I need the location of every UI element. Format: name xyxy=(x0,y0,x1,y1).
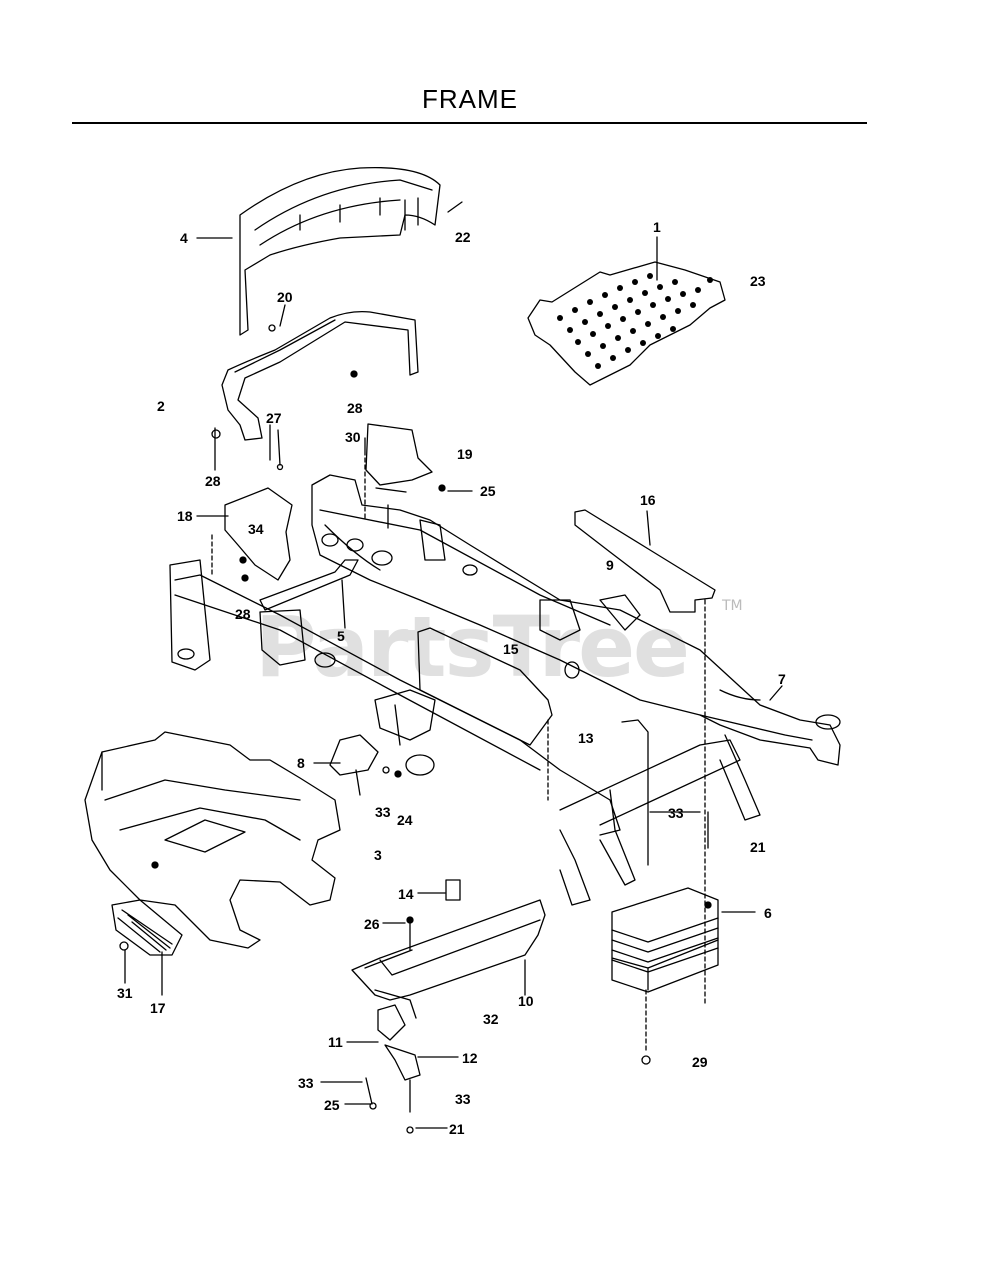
callout-14: 14 xyxy=(398,886,414,902)
callout-27: 27 xyxy=(266,410,282,426)
callout-24: 24 xyxy=(397,812,413,828)
callout-1: 1 xyxy=(653,219,661,235)
callout-13: 13 xyxy=(578,730,594,746)
callout-33: 33 xyxy=(298,1075,314,1091)
part-3-floor-pan xyxy=(84,731,341,949)
fastener-22 xyxy=(447,201,463,213)
title-underline xyxy=(72,122,867,124)
callout-31: 31 xyxy=(117,985,133,1001)
part-4-upper-guard xyxy=(239,166,441,336)
callout-2: 2 xyxy=(157,398,165,414)
callout-4: 4 xyxy=(180,230,188,246)
part-11-12-small-bracket xyxy=(365,1004,421,1134)
callout-22: 22 xyxy=(455,229,471,245)
part-13-rod xyxy=(621,719,649,866)
part-8-bracket xyxy=(329,734,402,796)
callout-8: 8 xyxy=(297,755,305,771)
callout-3: 3 xyxy=(374,847,382,863)
part-19-bracket xyxy=(364,423,446,529)
callout-19: 19 xyxy=(457,446,473,462)
callout-10: 10 xyxy=(518,993,534,1009)
callout-33: 33 xyxy=(668,805,684,821)
callout-25: 25 xyxy=(480,483,496,499)
part-17-grille xyxy=(111,899,183,956)
callout-33: 33 xyxy=(455,1091,471,1107)
callout-6: 6 xyxy=(764,905,772,921)
part-1-perforations xyxy=(557,273,713,369)
callout-33: 33 xyxy=(375,804,391,820)
part-5-chassis-frame xyxy=(169,474,841,906)
watermark-trademark: TM xyxy=(722,598,743,614)
callout-12: 12 xyxy=(462,1050,478,1066)
callout-7: 7 xyxy=(778,671,786,687)
callout-28: 28 xyxy=(347,400,363,416)
part-2-guard-bracket xyxy=(221,310,419,441)
callout-9: 9 xyxy=(606,557,614,573)
callout-29: 29 xyxy=(692,1054,708,1070)
callout-16: 16 xyxy=(640,492,656,508)
callout-leaders xyxy=(124,236,783,1129)
part-6-weight-stack xyxy=(611,599,719,1065)
callout-18: 18 xyxy=(177,508,193,524)
callout-21: 21 xyxy=(449,1121,465,1137)
callout-20: 20 xyxy=(277,289,293,305)
fasteners-20-27-28 xyxy=(211,324,284,471)
callout-28: 28 xyxy=(235,606,251,622)
callout-11: 11 xyxy=(328,1034,343,1050)
callout-30: 30 xyxy=(345,429,361,445)
callout-25: 25 xyxy=(324,1097,340,1113)
callout-32: 32 xyxy=(483,1011,499,1027)
page-title: FRAME xyxy=(422,84,518,114)
callout-17: 17 xyxy=(150,1000,166,1016)
callout-28: 28 xyxy=(205,473,221,489)
callout-34: 34 xyxy=(248,521,264,537)
part-1-perforated-plate xyxy=(527,261,726,386)
callout-26: 26 xyxy=(364,916,380,932)
part-16-bracket xyxy=(574,509,716,613)
watermark-text: PartsTree xyxy=(255,598,690,696)
part-18-shield xyxy=(211,487,293,582)
callout-21: 21 xyxy=(750,839,766,855)
callout-23: 23 xyxy=(750,273,766,289)
part-14-knob xyxy=(445,879,461,901)
part-15-plate xyxy=(417,627,553,746)
callout-5: 5 xyxy=(337,628,345,644)
callout-15: 15 xyxy=(503,641,519,657)
part-10-side-panel xyxy=(351,899,546,1019)
